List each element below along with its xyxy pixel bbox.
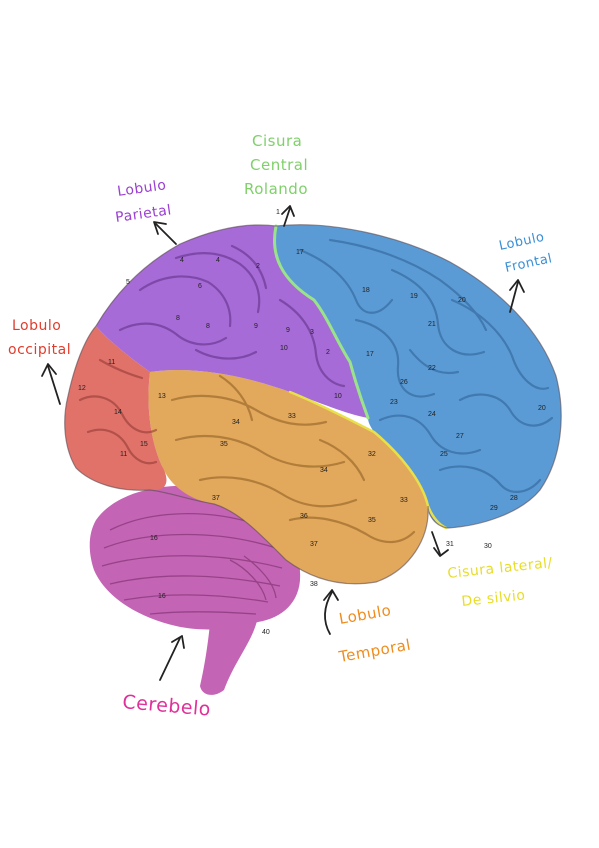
number-label: 16 <box>158 593 166 600</box>
label-parietal-line1: Lobulo <box>116 177 167 200</box>
number-label: 20 <box>458 297 466 304</box>
number-label: 35 <box>220 441 228 448</box>
label-occipital-lobe: Lobulo occipital <box>8 318 71 358</box>
number-label: 5 <box>126 279 130 286</box>
arrow-parietal <box>153 221 177 245</box>
number-label: 8 <box>176 315 180 322</box>
pointer-arrows <box>41 205 525 681</box>
number-label: 19 <box>410 293 418 300</box>
label-occipital-line2: occipital <box>8 342 71 358</box>
number-label: 33 <box>288 413 296 420</box>
number-label: 8 <box>206 323 210 330</box>
number-label: 38 <box>310 581 318 588</box>
number-label: 31 <box>446 541 454 548</box>
number-label: 12 <box>78 385 86 392</box>
frontal-gyri <box>298 238 554 493</box>
number-label: 27 <box>456 433 464 440</box>
number-label: 9 <box>254 323 258 330</box>
number-label: 10 <box>280 345 288 352</box>
temporal-gyri <box>170 374 416 544</box>
label-frontal-lobe: Lobulo Frontal <box>498 230 554 276</box>
cerebellum-folia <box>101 513 283 615</box>
occipital-lobe <box>64 326 167 491</box>
number-label: 21 <box>428 321 436 328</box>
label-central-line2: Central <box>250 156 308 174</box>
number-label: 11 <box>108 359 115 366</box>
arrow-frontal <box>509 279 525 313</box>
label-lateral-fissure: Cisura lateral/ De silvio <box>447 555 554 610</box>
label-frontal-line1: Lobulo <box>498 230 546 254</box>
number-label: 2 <box>326 349 330 356</box>
region-numbers: 1 17 5 4 4 2 6 8 8 9 9 3 10 2 10 18 17 1… <box>78 209 546 636</box>
number-label: 4 <box>180 257 184 264</box>
number-label: 28 <box>510 495 518 502</box>
number-label: 33 <box>400 497 408 504</box>
number-label: 18 <box>362 287 370 294</box>
number-label: 9 <box>286 327 290 334</box>
brain-outline <box>64 224 562 585</box>
number-label: 11 <box>120 451 127 458</box>
number-label: 17 <box>296 249 304 256</box>
number-label: 26 <box>400 379 408 386</box>
number-label: 20 <box>538 405 546 412</box>
arrow-occipital <box>41 363 61 405</box>
number-label: 1 <box>276 209 280 216</box>
label-central-line3: Rolando <box>244 180 308 198</box>
label-parietal-lobe: Lobulo Parietal <box>114 177 172 226</box>
number-label: 17 <box>366 351 374 358</box>
occipital-gyri <box>78 358 158 465</box>
number-label: 34 <box>232 419 240 426</box>
number-label: 37 <box>212 495 220 502</box>
label-cerebellum: Cerebelo <box>122 691 212 721</box>
arrow-lateral <box>431 531 449 557</box>
parietal-lobe <box>96 224 368 418</box>
frontal-lobe <box>274 224 562 528</box>
number-label: 2 <box>256 263 260 270</box>
number-label: 14 <box>114 409 122 416</box>
label-parietal-line2: Parietal <box>114 202 172 226</box>
number-label: 6 <box>198 283 202 290</box>
label-cerebellum-text: Cerebelo <box>122 691 212 721</box>
label-temporal-line2: Temporal <box>337 636 413 667</box>
number-label: 3 <box>310 329 314 336</box>
label-lateral-line1: Cisura lateral/ <box>447 555 554 582</box>
label-central-fissure: Cisura Central Rolando <box>244 132 308 198</box>
number-label: 29 <box>490 505 498 512</box>
label-temporal-lobe: Lobulo Temporal <box>337 601 413 666</box>
number-label: 22 <box>428 365 436 372</box>
number-label: 4 <box>216 257 220 264</box>
gyri-texture <box>78 238 554 544</box>
label-lateral-line2: De silvio <box>461 587 526 610</box>
number-label: 25 <box>440 451 448 458</box>
number-label: 32 <box>368 451 376 458</box>
arrow-cerebellum <box>159 635 185 681</box>
label-central-line1: Cisura <box>252 132 302 150</box>
label-frontal-line2: Frontal <box>504 251 554 276</box>
number-label: 34 <box>320 467 328 474</box>
number-label: 10 <box>334 393 342 400</box>
label-occipital-line1: Lobulo <box>12 318 61 334</box>
arrow-central <box>281 205 295 227</box>
arrow-temporal <box>323 589 339 635</box>
number-label: 23 <box>390 399 398 406</box>
number-label: 30 <box>484 543 492 550</box>
number-label: 15 <box>140 441 148 448</box>
central-fissure <box>273 224 370 420</box>
number-label: 24 <box>428 411 436 418</box>
number-label: 13 <box>158 393 166 400</box>
lateral-fissure <box>288 390 448 530</box>
number-label: 16 <box>150 535 158 542</box>
number-label: 36 <box>300 513 308 520</box>
label-temporal-line1: Lobulo <box>338 601 393 628</box>
number-label: 40 <box>262 629 270 636</box>
parietal-gyri <box>118 244 346 388</box>
number-label: 37 <box>310 541 318 548</box>
number-label: 35 <box>368 517 376 524</box>
